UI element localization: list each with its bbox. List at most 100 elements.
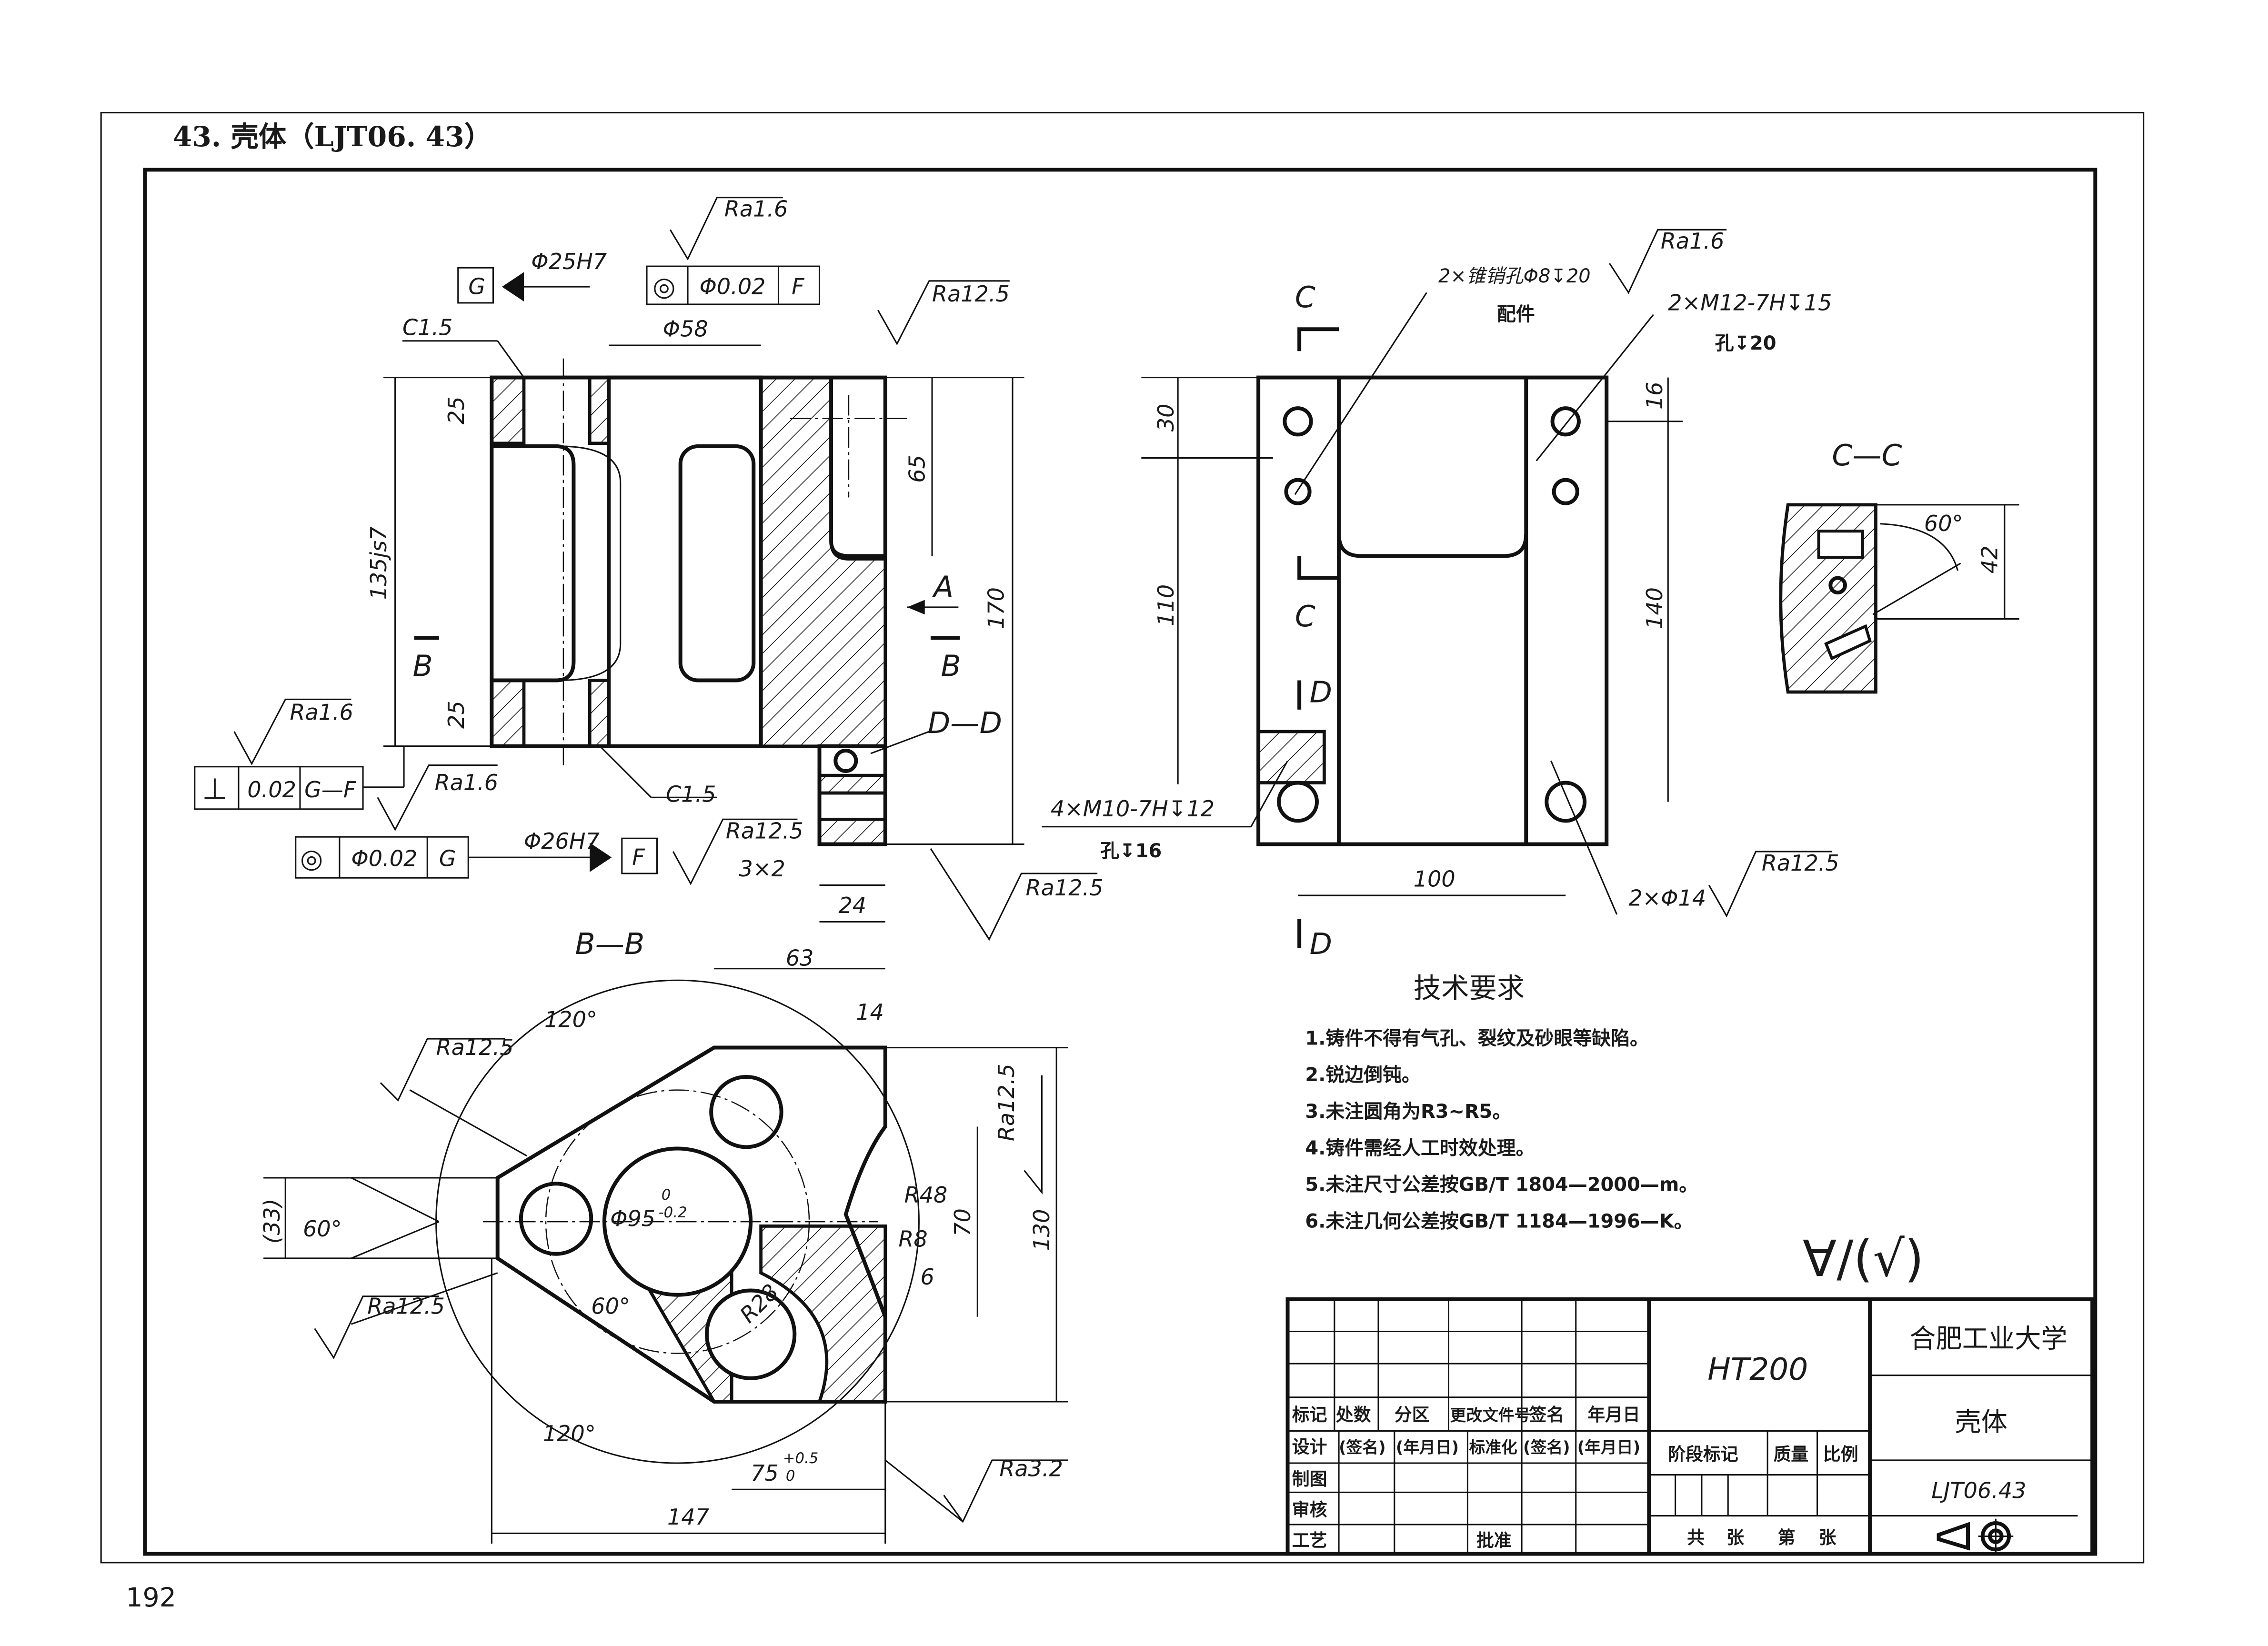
dimension-label: (33) bbox=[259, 1199, 285, 1244]
dimension-label: 14 bbox=[856, 999, 884, 1025]
tb-header: 年月日 bbox=[1587, 1405, 1640, 1425]
tb-header: 更改文件号 bbox=[1450, 1406, 1531, 1425]
angle-label: 60° bbox=[303, 1216, 342, 1242]
tb-design: (签名) bbox=[1523, 1438, 1570, 1456]
section-cc: C—C 60° 42 bbox=[1779, 439, 2019, 694]
tb-design: (年月日) bbox=[1577, 1438, 1640, 1456]
tb-mass: 质量 bbox=[1773, 1444, 1808, 1465]
hole-note: 配件 bbox=[1497, 303, 1535, 325]
fcf-value: 0.02 bbox=[247, 777, 296, 803]
tolerance-upper: +0.5 bbox=[783, 1450, 819, 1467]
drawing-number: LJT06.43 bbox=[1931, 1478, 2026, 1504]
fcf-symbol: ◎ bbox=[300, 844, 323, 874]
front-view bbox=[194, 197, 1098, 941]
tolerance-upper: 0 bbox=[662, 1186, 671, 1204]
section-label: B bbox=[941, 649, 961, 683]
tb-process: 工艺 bbox=[1292, 1530, 1327, 1551]
section-label: D bbox=[1310, 676, 1332, 710]
angle-label: 120° bbox=[543, 1421, 596, 1446]
dimension-label: 6 bbox=[920, 1264, 934, 1290]
fcf-value: Φ0.02 bbox=[351, 846, 417, 872]
section-label: D—D bbox=[928, 706, 1002, 740]
dimension-label: 75 bbox=[751, 1460, 779, 1486]
hole-callout: 4×M10-7H↧12 bbox=[1051, 796, 1214, 822]
roughness-label: Ra1.6 bbox=[290, 699, 353, 725]
drawing-border bbox=[143, 168, 2097, 1556]
roughness-label: Ra1.6 bbox=[435, 770, 499, 795]
tb-design: 设计 bbox=[1292, 1436, 1327, 1457]
side-view-annotations: Ra1.6 2×锥销孔Φ8↧20 配件 2×M12-7H↧15 孔↧20 C C… bbox=[1051, 228, 1839, 961]
general-roughness-symbol: ∀/(√) bbox=[1803, 1230, 1924, 1288]
dimension-label: 24 bbox=[838, 893, 866, 918]
section-label: B bbox=[413, 649, 433, 683]
tb-header: 标记 bbox=[1292, 1405, 1327, 1425]
dimension-label: 130 bbox=[1029, 1209, 1054, 1251]
tb-header: 分区 bbox=[1395, 1405, 1430, 1425]
tolerance-lower: 0 bbox=[786, 1467, 795, 1485]
title-block: 标记 处数 分区 更改文件号 签名 年月日 设计 (签名) (年月日) 标准化 … bbox=[1285, 1297, 2095, 1556]
angle-label: 60° bbox=[1924, 511, 1963, 536]
tb-sheets: 张 bbox=[1726, 1527, 1744, 1548]
groove-label: 3×2 bbox=[739, 856, 785, 882]
tb-sheets: 共 bbox=[1687, 1527, 1705, 1548]
tb-sheets: 张 bbox=[1819, 1527, 1836, 1548]
fcf-value: Φ0.02 bbox=[700, 273, 766, 299]
dimension-label: Φ25H7 bbox=[531, 249, 607, 274]
roughness-label: Ra12.5 bbox=[994, 1064, 1019, 1141]
tb-stage: 阶段标记 bbox=[1668, 1444, 1738, 1465]
tb-header: 处数 bbox=[1336, 1405, 1371, 1425]
tb-header: 签名 bbox=[1529, 1405, 1564, 1425]
tb-design: 标准化 bbox=[1469, 1438, 1517, 1456]
dimension-label: 65 bbox=[904, 455, 930, 483]
school-name: 合肥工业大学 bbox=[1909, 1324, 2067, 1354]
fcf-symbol: ⊥ bbox=[202, 772, 228, 806]
part-name: 壳体 bbox=[1955, 1407, 2007, 1437]
chamfer-label: C1.5 bbox=[666, 781, 716, 807]
radius-label: R48 bbox=[904, 1182, 948, 1208]
dimension-label: 147 bbox=[667, 1504, 709, 1530]
hole-callout: 2×锥销孔Φ8↧20 bbox=[1438, 265, 1591, 287]
tech-req-item: 1.铸件不得有气孔、裂纹及砂眼等缺陷。 bbox=[1305, 1027, 1649, 1049]
fcf-datum: G bbox=[439, 846, 456, 872]
section-label: B—B bbox=[575, 927, 644, 961]
dimension-label: 30 bbox=[1153, 404, 1179, 432]
section-label: C bbox=[1295, 281, 1315, 314]
dimension-label: 135js7 bbox=[366, 526, 391, 600]
dimension-label: 110 bbox=[1153, 584, 1179, 626]
section-label: C—C bbox=[1832, 439, 1902, 472]
outer-frame bbox=[100, 112, 2145, 1564]
dimension-label: 63 bbox=[786, 945, 814, 971]
hole-callout: 2×Φ14 bbox=[1628, 885, 1706, 911]
dimension-label: 100 bbox=[1414, 866, 1455, 892]
roughness-label: Ra12.5 bbox=[726, 818, 803, 843]
tech-req-item: 5.未注尺寸公差按GB/T 1804—2000—m。 bbox=[1305, 1174, 1698, 1196]
dimension-label: 170 bbox=[983, 587, 1009, 629]
dimension-label: 16 bbox=[1642, 382, 1667, 410]
front-view-annotations: Ra1.6 Φ25H7 G ◎ Φ0.02 F Ra12.5 C1.5 Φ58 … bbox=[202, 196, 1103, 918]
side-view bbox=[1042, 229, 1832, 948]
chamfer-label: C1.5 bbox=[402, 314, 452, 340]
roughness-label: Ra12.5 bbox=[436, 1034, 514, 1060]
radius-label: R8 bbox=[898, 1226, 927, 1252]
material: HT200 bbox=[1707, 1352, 1808, 1387]
dimension-label: Φ58 bbox=[663, 316, 708, 342]
dimension-label: 42 bbox=[1977, 546, 2002, 574]
section-label: D bbox=[1310, 927, 1332, 961]
datum-label: F bbox=[632, 844, 645, 870]
tb-design: (签名) bbox=[1339, 1438, 1385, 1456]
tb-checked: 审核 bbox=[1292, 1500, 1327, 1520]
projection-symbol-icon bbox=[1937, 1518, 2014, 1554]
roughness-label: Ra12.5 bbox=[1762, 850, 1839, 876]
page-number: 192 bbox=[126, 1583, 176, 1613]
roughness-label: Ra1.6 bbox=[724, 196, 788, 222]
tb-scale: 比例 bbox=[1823, 1444, 1858, 1465]
dimension-label: Φ26H7 bbox=[524, 828, 600, 854]
tb-design: (年月日) bbox=[1396, 1438, 1459, 1456]
tech-req-item: 6.未注几何公差按GB/T 1184—1996—K。 bbox=[1305, 1210, 1693, 1232]
tb-sheets: 第 bbox=[1778, 1527, 1796, 1548]
hole-note: 孔↧16 bbox=[1100, 840, 1162, 862]
section-bb: B—B 63 14 120° Ra12.5 Ra12.5 R48 Φ95 0 -… bbox=[259, 927, 1068, 1544]
roughness-label: Ra3.2 bbox=[999, 1456, 1063, 1482]
section-label: C bbox=[1295, 600, 1315, 633]
